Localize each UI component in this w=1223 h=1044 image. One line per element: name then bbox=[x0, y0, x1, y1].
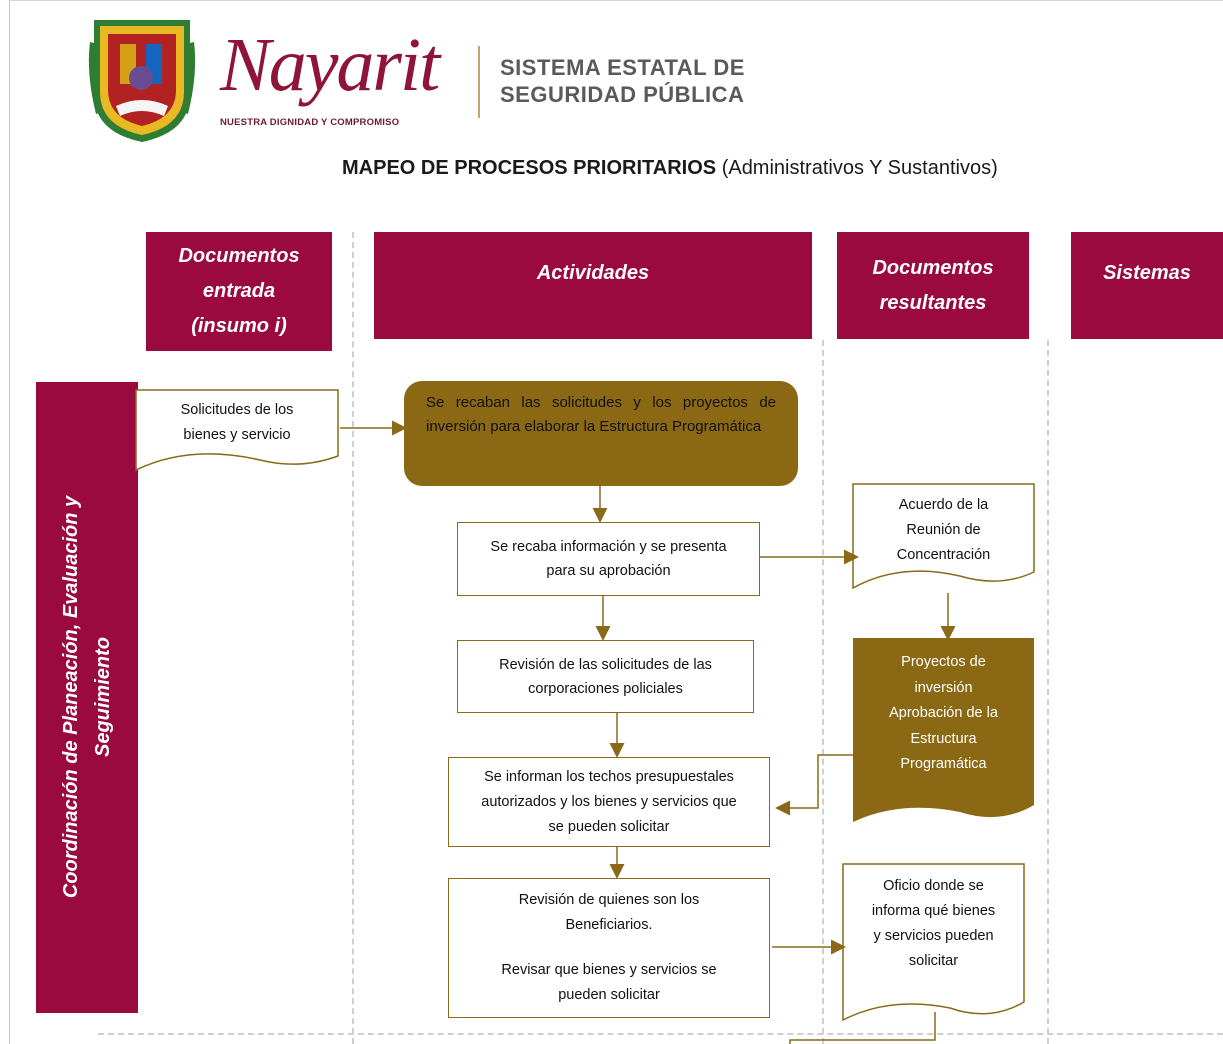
system-name-line2: SEGURIDAD PÚBLICA bbox=[500, 82, 745, 107]
result-document-1-line3: Concentración bbox=[896, 547, 991, 563]
activity-box-5-line4: pueden solicitar bbox=[558, 987, 660, 1003]
column-header-inputs-line3: (insumo i) bbox=[191, 315, 287, 337]
lane-separator-3 bbox=[1047, 340, 1049, 1044]
result-document-3-line1: Oficio donde se bbox=[883, 878, 984, 894]
result-document-1-line1: Acuerdo de la bbox=[898, 497, 989, 513]
activity-box-5-line3: Revisar que bienes y servicios se bbox=[501, 962, 717, 978]
activity-box-3-line1: Revisión de las solicitudes de las bbox=[499, 656, 712, 673]
result-document-2-line2: inversión bbox=[914, 679, 973, 696]
row-separator bbox=[98, 1033, 1223, 1035]
page-title-bold: MAPEO DE PROCESOS PRIORITARIOS bbox=[342, 157, 717, 179]
brand-tagline: NUESTRA DIGNIDAD Y COMPROMISO bbox=[220, 117, 400, 128]
brand-wordmark: Nayarit bbox=[220, 23, 440, 107]
page-title-regular: (Administrativos Y Sustantivos) bbox=[721, 157, 998, 179]
column-header-results-line1: Documentos bbox=[872, 256, 994, 279]
result-document-2-line4: Estructura bbox=[910, 730, 977, 747]
result-document-1-shape bbox=[852, 483, 1035, 590]
activity-box-5-line1: Revisión de quienes son los bbox=[518, 892, 700, 908]
lane-separator-1 bbox=[352, 232, 354, 1044]
column-header-results: Documentos resultantes bbox=[837, 232, 1029, 339]
activity-box-4-line2: autorizados y los bienes y servicios que bbox=[481, 793, 737, 810]
activity-box-4-line1: Se informan los techos presupuestales bbox=[484, 768, 734, 785]
activity-box-4-line3: se pueden solicitar bbox=[548, 818, 670, 835]
page-frame-top bbox=[9, 0, 1223, 1]
result-document-1-line2: Reunión de bbox=[906, 522, 981, 538]
column-header-systems: Sistemas bbox=[1071, 232, 1223, 339]
connector-r2-to-a4 bbox=[775, 754, 853, 816]
input-document-line2: bienes y servicio bbox=[183, 427, 291, 443]
result-document-3-shape bbox=[842, 863, 1025, 1022]
page-title: MAPEO DE PROCESOS PRIORITARIOS (Administ… bbox=[342, 157, 998, 180]
result-document-2-line1: Proyectos de bbox=[901, 654, 986, 670]
activity-box-5: Revisión de quienes son los Beneficiario… bbox=[448, 878, 770, 1018]
activity-box-2-line1: Se recaba información y se presenta bbox=[490, 539, 727, 555]
activity-box-3-line2: corporaciones policiales bbox=[528, 680, 683, 697]
input-document-solicitudes: Solicitudes de los bienes y servicio bbox=[136, 398, 338, 448]
column-header-results-line2: resultantes bbox=[879, 291, 987, 314]
input-document-shape bbox=[135, 389, 339, 472]
result-document-2-shape bbox=[853, 638, 1034, 822]
result-document-3-line3: y servicios pueden bbox=[873, 928, 994, 944]
activity-box-1: Se recaban las solicitudes y los proyect… bbox=[404, 381, 798, 486]
page-frame-left bbox=[9, 0, 10, 1044]
activity-box-2-line2: para su aprobación bbox=[546, 563, 671, 579]
activity-box-5-line2: Beneficiarios. bbox=[565, 917, 653, 933]
activity-box-3: Revisión de las solicitudes de las corpo… bbox=[457, 640, 754, 713]
result-document-proyectos: Proyectos de inversión Aprobación de la … bbox=[853, 650, 1034, 778]
result-document-3-line2: informa qué bienes bbox=[871, 903, 996, 919]
swimlane-label: Coordinación de Planeación, Evaluación y… bbox=[36, 382, 138, 1013]
result-document-oficio: Oficio donde se informa qué bienes y ser… bbox=[843, 874, 1024, 974]
column-header-systems-label: Sistemas bbox=[1103, 262, 1191, 284]
result-document-3-line4: solicitar bbox=[908, 953, 959, 969]
input-document-line1: Solicitudes de los bbox=[180, 402, 294, 418]
column-header-activities-label: Actividades bbox=[536, 262, 650, 284]
system-name-line1: SISTEMA ESTATAL DE bbox=[500, 55, 745, 80]
lane-separator-2 bbox=[822, 340, 824, 1044]
column-header-inputs: Documentos entrada (insumo i) bbox=[146, 232, 332, 351]
result-document-2-line3: Aprobación de la bbox=[889, 705, 998, 721]
activity-box-4: Se informan los techos presupuestales au… bbox=[448, 757, 770, 847]
connector-r3-down bbox=[789, 1012, 936, 1044]
coat-of-arms-logo bbox=[88, 20, 196, 142]
column-header-inputs-line1: Documentos bbox=[178, 245, 300, 267]
column-header-activities: Actividades bbox=[374, 232, 812, 339]
result-document-acuerdo: Acuerdo de la Reunión de Concentración bbox=[853, 493, 1034, 568]
column-header-inputs-line2: entrada bbox=[202, 280, 276, 302]
brand-separator bbox=[478, 46, 480, 118]
activity-box-2: Se recaba información y se presenta para… bbox=[457, 522, 760, 596]
result-document-2-line5: Programática bbox=[900, 756, 987, 772]
